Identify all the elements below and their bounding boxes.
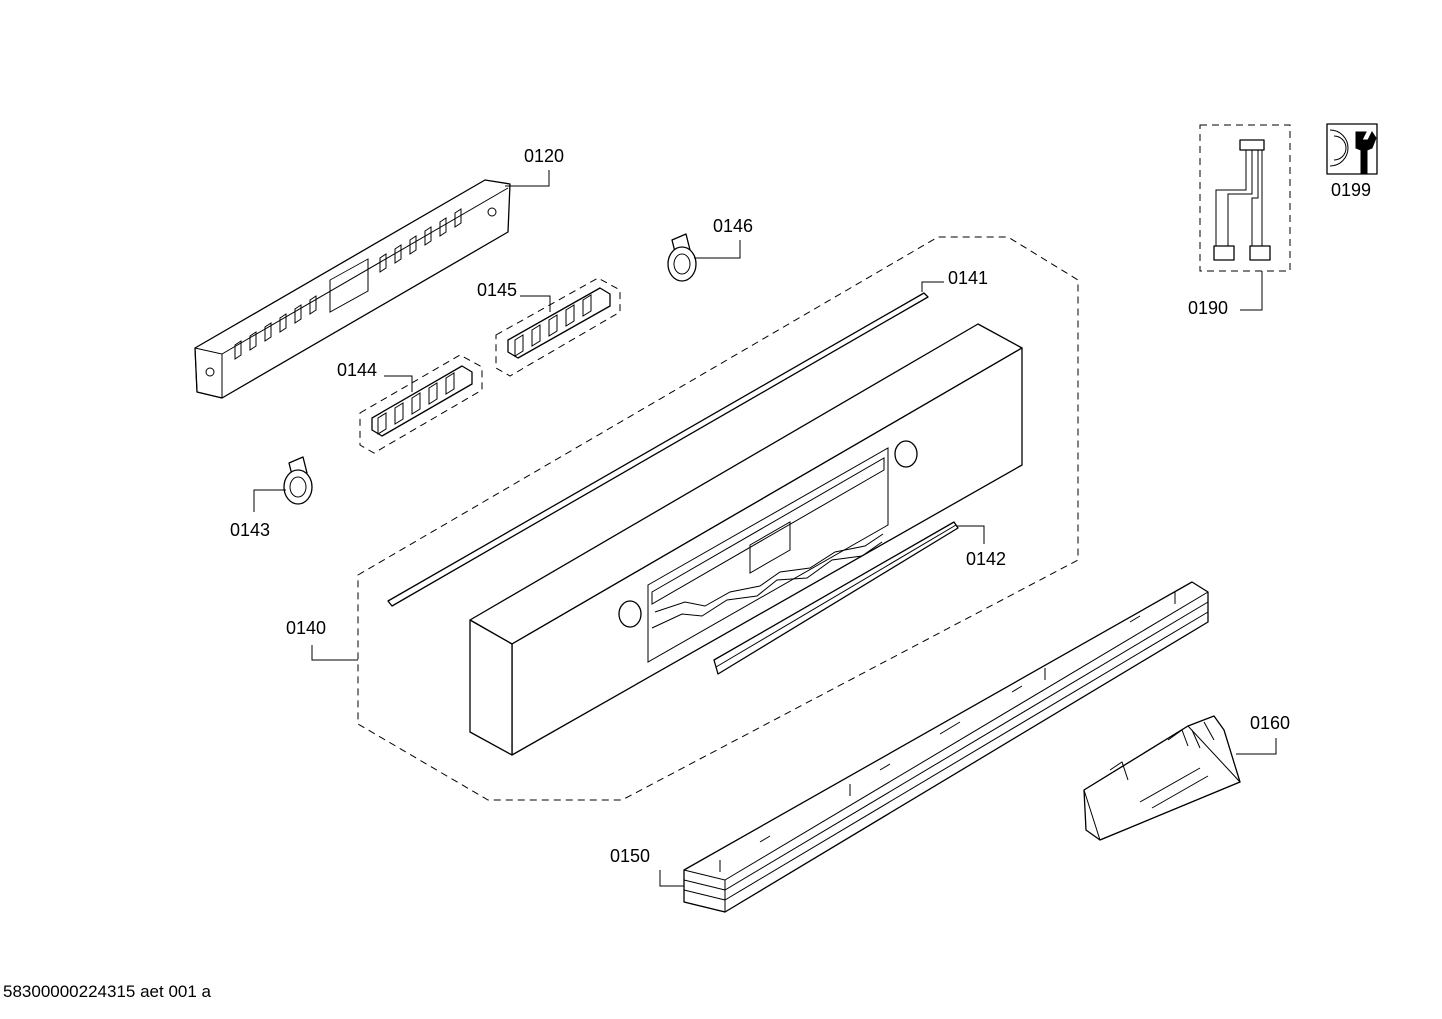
label-0142: 0142	[966, 549, 1006, 569]
part-0145-button-group[interactable]	[495, 277, 621, 377]
label-0140: 0140	[286, 618, 326, 638]
label-0150: 0150	[610, 846, 650, 866]
part-0199-service-kit-icon[interactable]	[1326, 123, 1378, 175]
part-0141-seal-strip[interactable]	[387, 292, 929, 607]
document-code: 58300000224315 aet 001 a	[3, 982, 211, 1001]
part-0146-knob[interactable]	[667, 233, 697, 282]
label-0199: 0199	[1331, 180, 1371, 200]
part-0190-wiring-harness[interactable]	[1199, 124, 1291, 272]
label-0160: 0160	[1250, 713, 1290, 733]
label-0145: 0145	[477, 280, 517, 300]
part-0144-button-group[interactable]	[359, 354, 483, 454]
label-0144: 0144	[337, 360, 377, 380]
part-0120-control-module[interactable]	[194, 179, 511, 399]
label-0190: 0190	[1188, 298, 1228, 318]
part-0140-control-panel[interactable]	[469, 323, 1023, 756]
part-0142-trim[interactable]	[713, 521, 959, 675]
label-0141: 0141	[948, 268, 988, 288]
part-0160-bracket[interactable]	[1083, 715, 1241, 841]
assembly-0140-boundary	[357, 236, 1079, 801]
part-0150-rail[interactable]	[683, 581, 1209, 913]
part-0143-knob[interactable]	[283, 456, 313, 505]
label-0143: 0143	[230, 520, 270, 540]
label-0120: 0120	[524, 146, 564, 166]
label-0146: 0146	[713, 216, 753, 236]
